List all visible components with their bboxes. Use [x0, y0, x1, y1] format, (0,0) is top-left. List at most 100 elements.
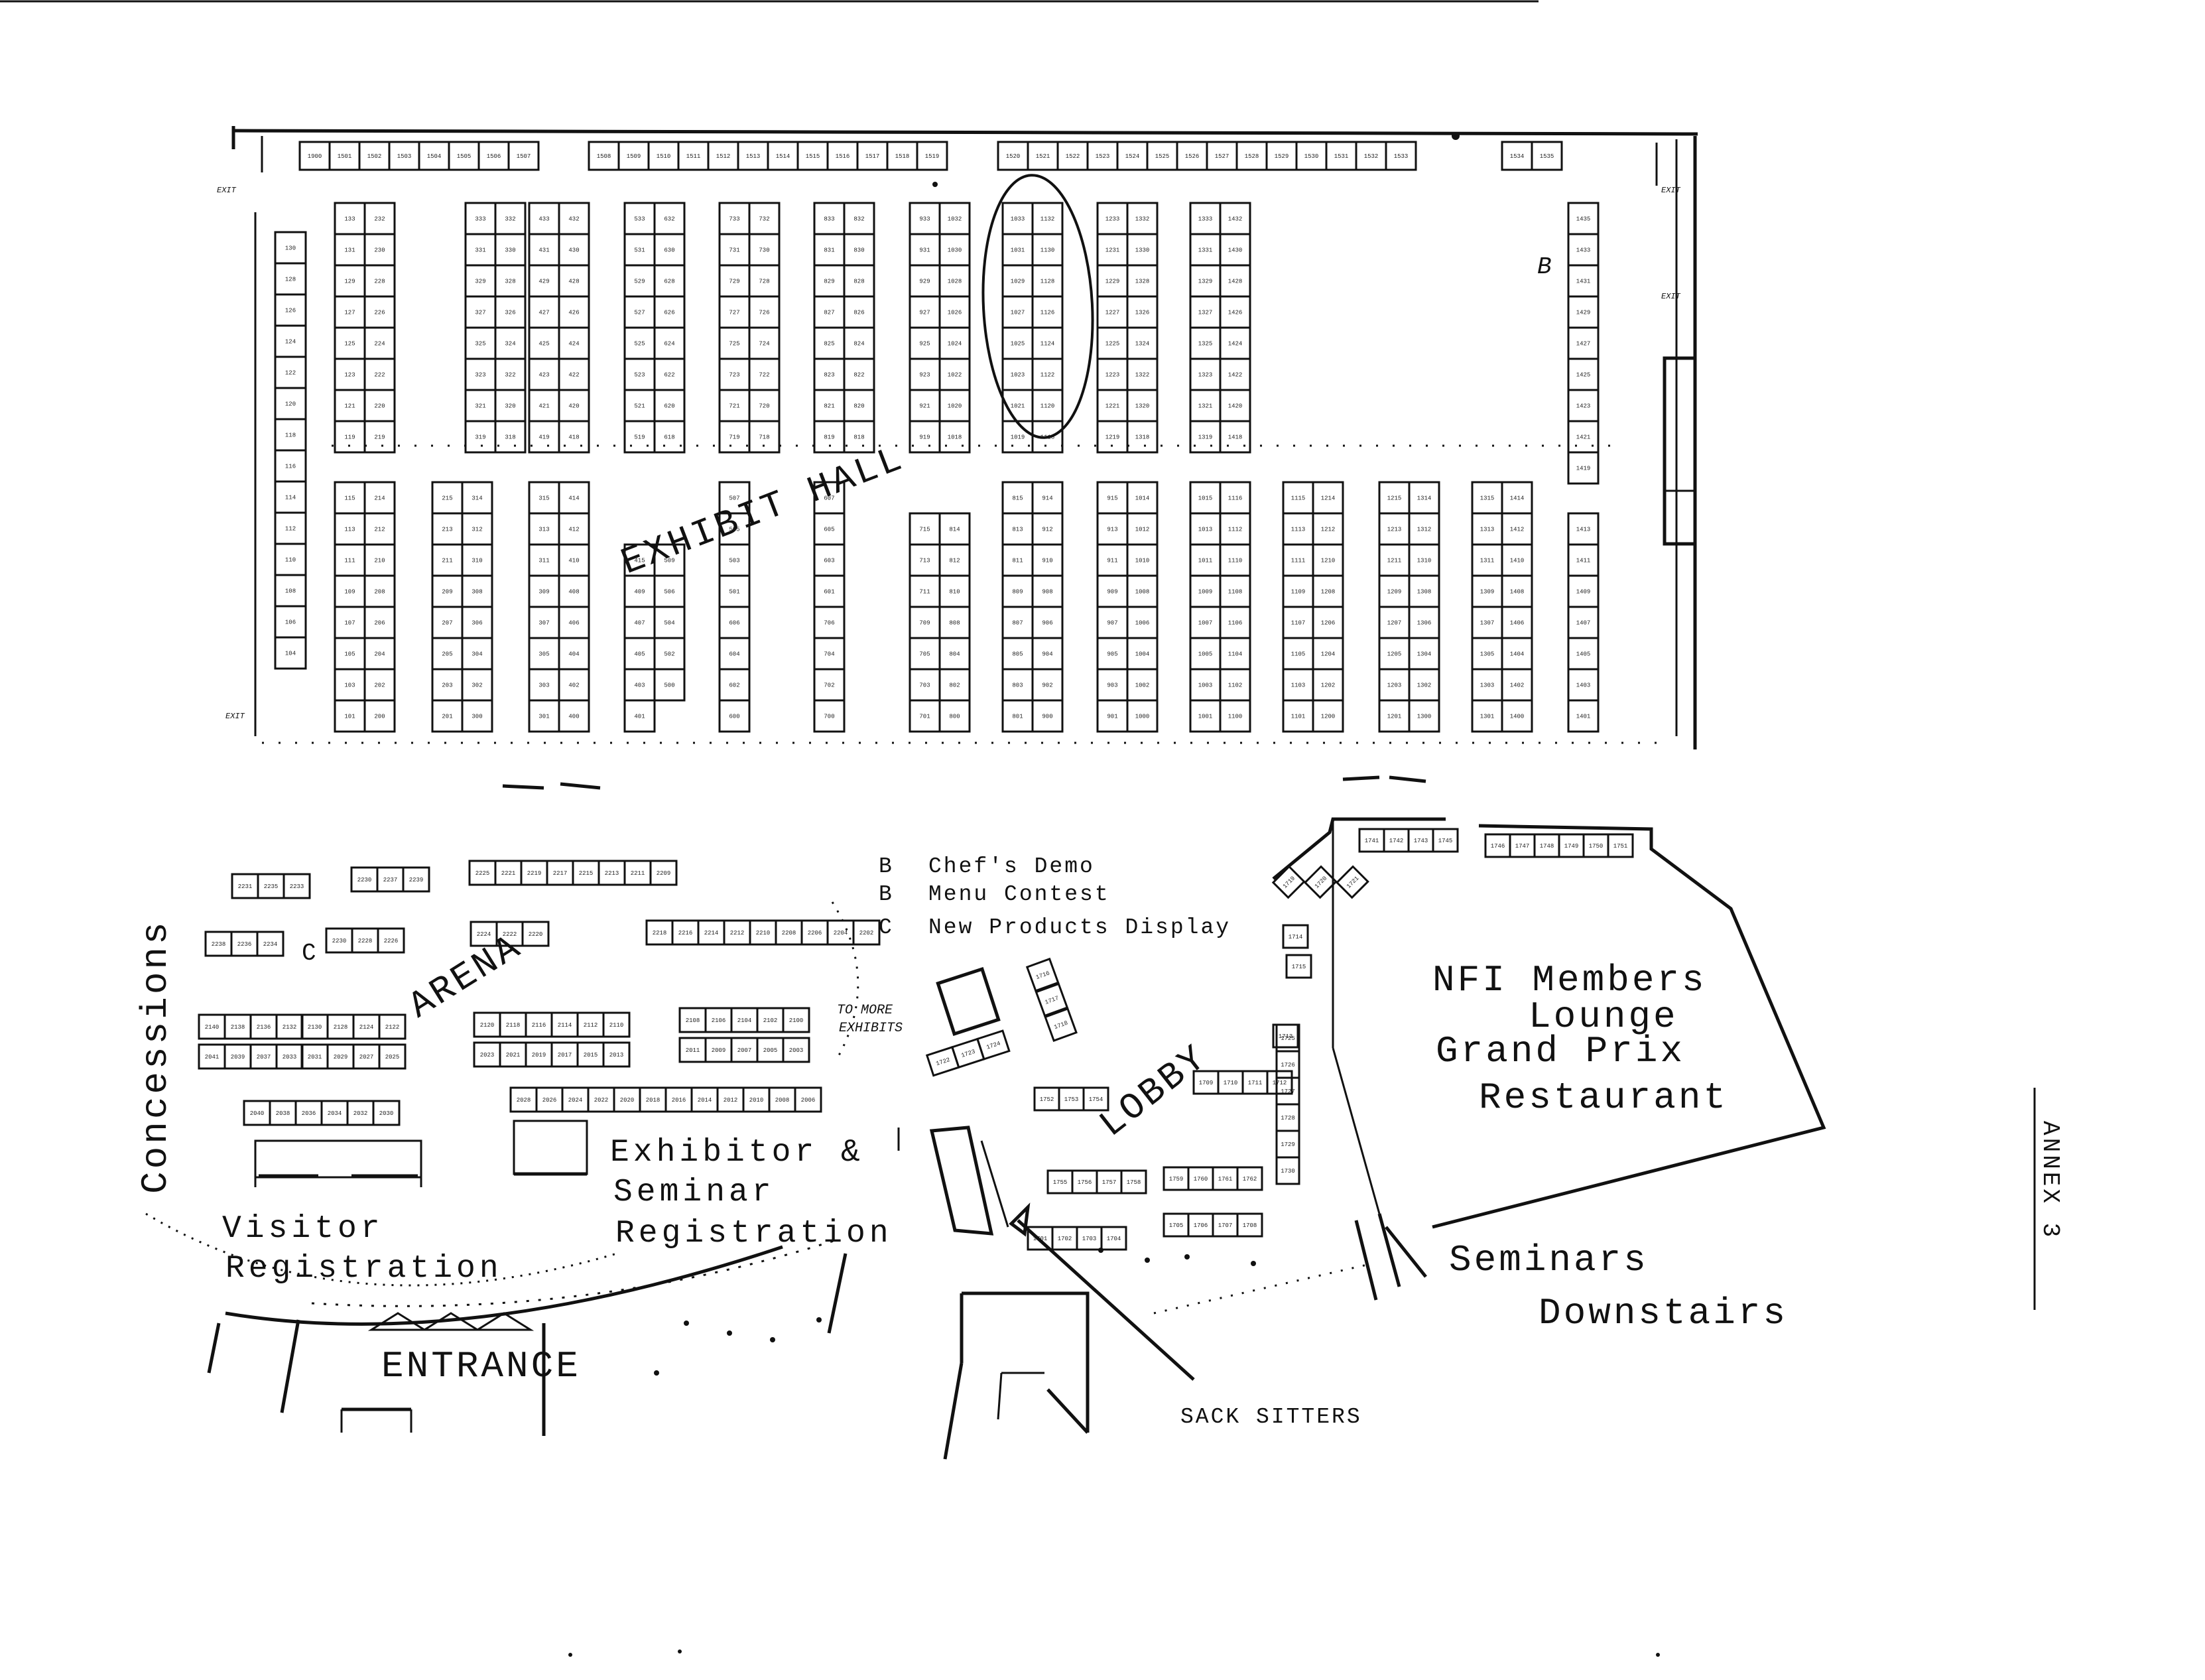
booth-number: 523	[634, 372, 645, 379]
booth: 103	[334, 668, 366, 702]
booth-number: 1517	[865, 153, 880, 160]
booth: 2022	[587, 1086, 615, 1113]
booth: 818	[843, 420, 875, 454]
booth: 120	[274, 387, 307, 420]
booth-number: 1304	[1417, 651, 1432, 658]
booth-number: 425	[538, 341, 549, 348]
booth: 208	[363, 574, 396, 608]
booth: 803	[1001, 668, 1034, 702]
booth-number: 725	[729, 341, 739, 348]
booth: 2038	[269, 1100, 297, 1126]
booth: 604	[718, 637, 751, 671]
booth: 732	[748, 202, 781, 235]
booth: 1532	[1355, 141, 1387, 171]
booth: 2238	[204, 931, 233, 957]
booth: 1707	[1212, 1212, 1239, 1238]
booth: 2005	[756, 1037, 785, 1063]
booth-number: 2236	[237, 941, 252, 948]
booth-number: 1743	[1414, 838, 1428, 844]
booth-number: 1747	[1515, 843, 1530, 850]
booth-number: 115	[344, 495, 355, 502]
booth: 626	[653, 295, 686, 329]
booth: 129	[334, 264, 366, 298]
booth-number: 1711	[1248, 1080, 1263, 1086]
booth: 705	[909, 637, 941, 671]
booth: 2041	[198, 1043, 226, 1070]
booth: 2230	[325, 927, 353, 954]
lobby-title: LOBBY	[1092, 1036, 1216, 1146]
booth: 1518	[886, 141, 918, 171]
booth-number: 1023	[1011, 372, 1025, 379]
booth: 1412	[1501, 512, 1533, 546]
booth-number: 103	[344, 682, 355, 689]
booth: 2138	[223, 1013, 252, 1040]
booth-number: 1033	[1011, 216, 1025, 223]
booth: 106	[274, 605, 307, 639]
booth-number: 220	[374, 403, 385, 410]
booth-number: 1233	[1105, 216, 1120, 223]
booth-number: 630	[664, 247, 674, 254]
booth: 1318	[1126, 420, 1159, 454]
booth-number: 706	[824, 620, 834, 627]
booth: 126	[274, 293, 307, 327]
booth: 2208	[775, 919, 803, 946]
booth-number: 1005	[1198, 651, 1213, 658]
booth: 427	[528, 295, 560, 329]
booth: 2130	[300, 1013, 329, 1040]
booth-number: 1132	[1040, 216, 1055, 223]
booth: 312	[461, 512, 493, 546]
booth-number: 2007	[737, 1047, 752, 1054]
booth: 428	[558, 264, 590, 298]
booth: 1432	[1219, 202, 1251, 235]
booth: 1113	[1282, 512, 1314, 546]
booth-number: 327	[475, 310, 485, 316]
booth: 1010	[1126, 543, 1159, 577]
booth: 1312	[1408, 512, 1440, 546]
booth: 414	[558, 481, 590, 515]
booth-number: 718	[759, 434, 769, 441]
booth: 719	[718, 420, 751, 454]
booth: 827	[813, 295, 846, 329]
booth: 2003	[782, 1037, 810, 1063]
booth-number: 326	[505, 310, 515, 316]
booth-number: 2025	[385, 1054, 400, 1061]
booth-number: 2213	[605, 870, 619, 877]
booth: 1420	[1219, 389, 1251, 422]
booth: 230	[363, 233, 396, 267]
booth: 527	[623, 295, 656, 329]
booth-number: 311	[538, 558, 549, 564]
booth-number: 919	[919, 434, 930, 441]
booth-number: 228	[374, 279, 385, 285]
booth: 504	[653, 606, 686, 639]
booth: 125	[334, 326, 366, 360]
booth: 2017	[550, 1041, 579, 1068]
booth: 104	[274, 636, 307, 670]
booth-number: 2130	[308, 1024, 322, 1031]
booth-number: 1535	[1540, 153, 1554, 160]
booth-number: 1221	[1105, 403, 1120, 410]
booth-number: 424	[568, 341, 579, 348]
booth: 733	[718, 202, 751, 235]
booth-number: 2003	[789, 1047, 804, 1054]
booth: 1505	[448, 141, 480, 171]
booth-number: 1208	[1321, 589, 1336, 596]
booth-number: 213	[442, 527, 452, 533]
booth: 1122	[1031, 357, 1064, 391]
booth-number: 1011	[1198, 558, 1213, 564]
booth-number: 833	[824, 216, 834, 223]
booth-number: 2218	[653, 930, 667, 937]
booth-number: 931	[919, 247, 930, 254]
booth-number: 1012	[1135, 527, 1150, 533]
booth: 116	[274, 449, 307, 483]
booth: 433	[528, 202, 560, 235]
booth-number: 502	[664, 651, 674, 658]
booth-number: 1124	[1040, 341, 1055, 348]
exhibit-hall-walls	[231, 126, 1698, 790]
booth-number: 404	[568, 651, 579, 658]
booth-number: 1003	[1198, 682, 1213, 689]
booth: 327	[464, 295, 497, 329]
booth: 131	[334, 233, 366, 267]
booth: 824	[843, 326, 875, 360]
booth-number: 222	[374, 372, 385, 379]
